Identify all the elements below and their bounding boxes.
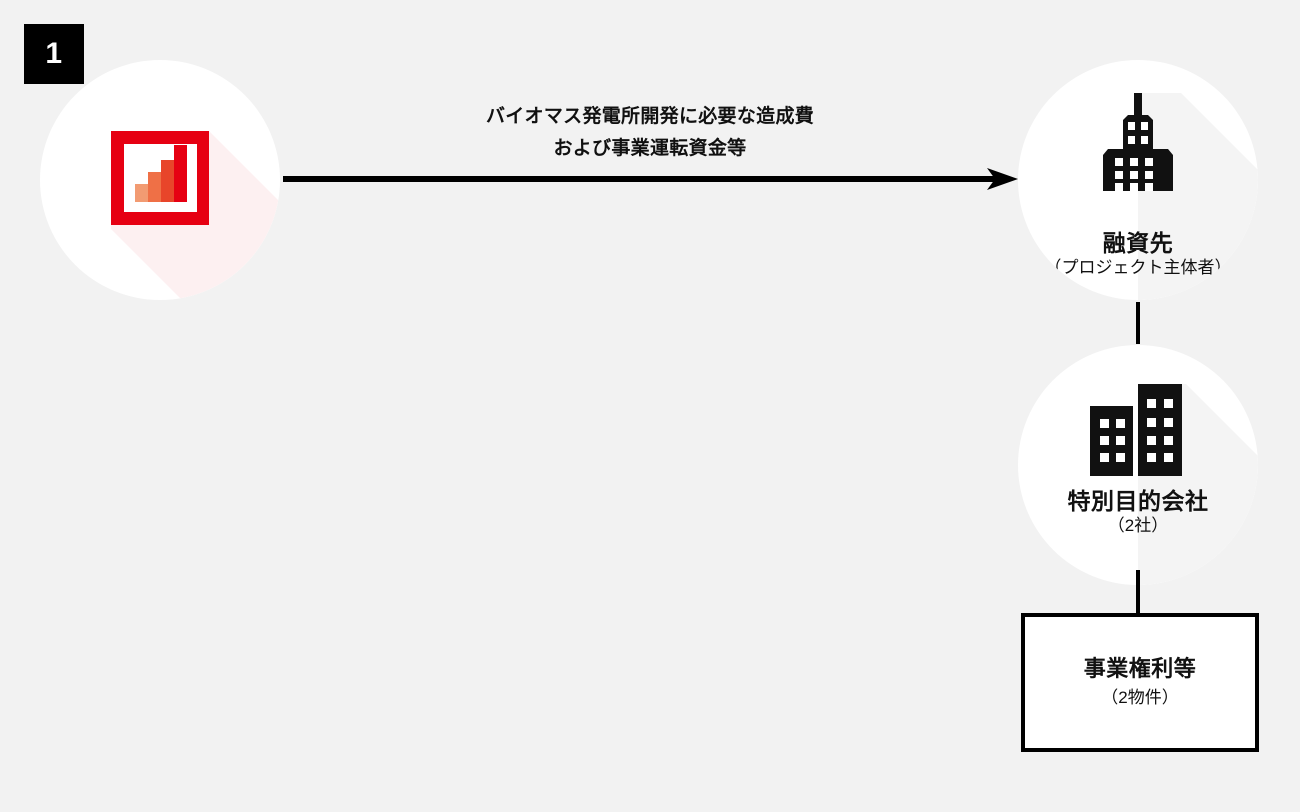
bar-3 [160,160,174,202]
two-buildings-icon [1090,384,1182,476]
office-tower-icon [1103,93,1173,191]
spc-node: 特別目的会社 （2社） [1018,345,1258,585]
bar-chart-plot-area [124,144,197,212]
bar-1 [134,184,148,202]
borrower-node: 融資先 （プロジェクト主体者） [1018,60,1258,300]
flow-arrow-label-line2: および事業運転資金等 [553,137,747,159]
borrower-node-circle: 融資先 （プロジェクト主体者） [1018,60,1258,300]
borrower-node-subtitle: （プロジェクト主体者） [1044,258,1232,278]
step-number-badge: 1 [24,24,84,84]
bar-4 [173,145,187,202]
flow-arrow-label: バイオマス発電所開発に必要な造成費 および事業運転資金等 [430,101,870,165]
spc-node-title: 特別目的会社 [1067,488,1209,514]
flow-arrow-label-line1: バイオマス発電所開発に必要な造成費 [485,106,815,127]
collateral-box-title: 事業権利等 [1083,656,1197,682]
spc-node-subtitle: （2社） [1107,516,1169,536]
collateral-box-subtitle: （2物件） [1101,687,1179,707]
flow-arrow [283,168,1018,190]
source-node [40,60,280,300]
spc-node-circle: 特別目的会社 （2社） [1018,345,1258,585]
bar-chart-icon [111,131,209,225]
spc-node-caption: 特別目的会社 （2社） [1018,488,1258,537]
collateral-box: 事業権利等 （2物件） [1021,613,1259,752]
connector-borrower-to-spc [1136,302,1140,344]
borrower-node-caption: 融資先 （プロジェクト主体者） [1018,230,1258,279]
connector-spc-to-collateral [1136,570,1140,615]
source-node-circle [40,60,280,300]
bar-2 [147,172,161,202]
borrower-node-title: 融資先 [1102,230,1174,256]
